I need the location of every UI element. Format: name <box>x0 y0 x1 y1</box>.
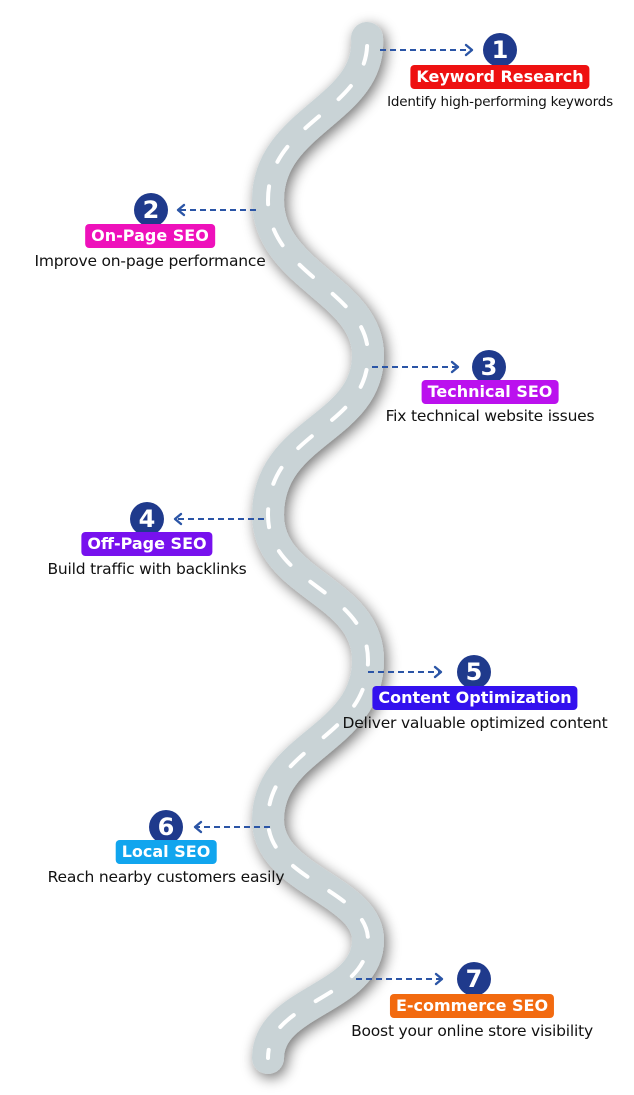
step-number-badge: 3 <box>472 350 506 384</box>
arrow-icon <box>464 43 474 57</box>
step-number-badge: 2 <box>134 193 168 227</box>
step-title-badge: Technical SEO <box>421 380 559 404</box>
step-title-badge: Content Optimization <box>372 686 578 710</box>
arrow-icon <box>193 820 203 834</box>
connectors <box>173 43 474 986</box>
arrow-icon <box>176 203 186 217</box>
arrow-icon <box>433 665 443 679</box>
step-description: Improve on-page performance <box>34 252 266 270</box>
step-description: Reach nearby customers easily <box>47 868 285 886</box>
step-title-badge: Local SEO <box>115 840 217 864</box>
step-number-badge: 5 <box>457 655 491 689</box>
arrow-icon <box>450 360 460 374</box>
step-description: Boost your online store visibility <box>351 1022 593 1040</box>
step-description: Identify high-performing keywords <box>387 94 613 110</box>
step-title-badge: On-Page SEO <box>85 224 215 248</box>
arrow-icon <box>173 512 183 526</box>
road <box>251 22 385 1074</box>
step-number-badge: 6 <box>149 810 183 844</box>
step-number-badge: 4 <box>130 502 164 536</box>
step-title-badge: E-commerce SEO <box>389 994 555 1018</box>
arrow-icon <box>434 972 444 986</box>
step-title-badge: Off-Page SEO <box>81 532 213 556</box>
step-title-badge: Keyword Research <box>410 65 590 89</box>
step-number-badge: 1 <box>483 33 517 67</box>
step-description: Fix technical website issues <box>385 407 595 425</box>
step-description: Build traffic with backlinks <box>47 560 247 578</box>
step-number-badge: 7 <box>457 962 491 996</box>
step-description: Deliver valuable optimized content <box>342 714 608 732</box>
road-body <box>251 22 385 1074</box>
